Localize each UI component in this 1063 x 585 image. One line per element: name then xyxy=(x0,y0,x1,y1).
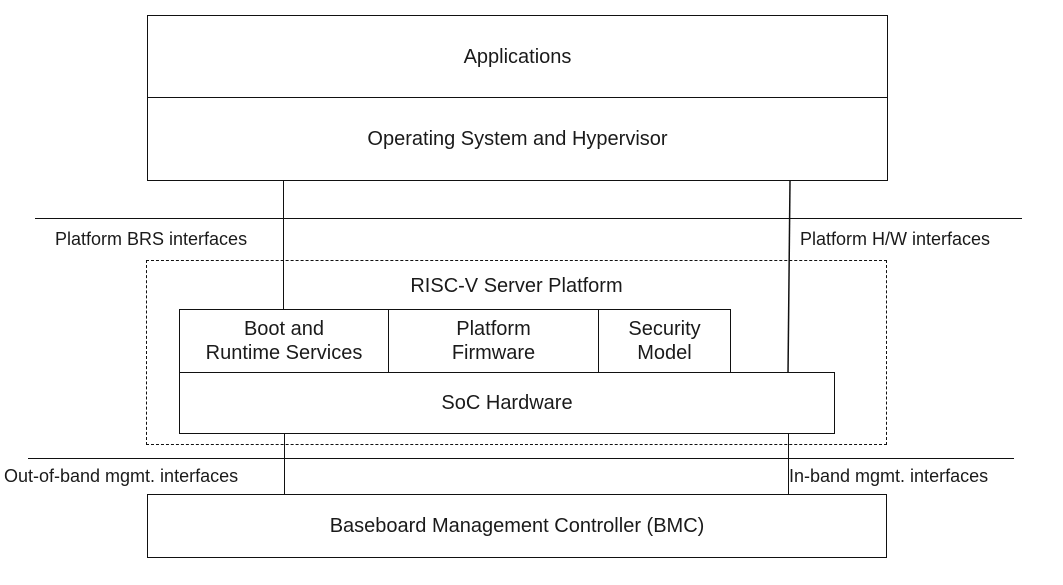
server-platform-boundary xyxy=(146,260,887,445)
bmc-box: Baseboard Management Controller (BMC) xyxy=(147,494,887,558)
hw-interfaces-label: Platform H/W interfaces xyxy=(800,229,991,249)
os-hypervisor-label: Operating System and Hypervisor xyxy=(367,128,668,150)
applications-label: Applications xyxy=(463,45,572,68)
boot-runtime-services-box: Boot and Runtime Services xyxy=(179,309,389,373)
os-hypervisor-box: Operating System and Hypervisor xyxy=(147,97,888,181)
bmc-label: Baseboard Management Controller (BMC) xyxy=(329,515,705,537)
lower-interface-boundary-line xyxy=(28,458,1014,459)
soc-hardware-label: SoC Hardware xyxy=(441,392,573,414)
server-platform-title: RISC-V Server Platform xyxy=(410,275,623,297)
platform-firmware-line1: Platform xyxy=(456,318,531,340)
soc-hardware-box: SoC Hardware xyxy=(179,372,835,434)
applications-box: Applications xyxy=(147,15,888,98)
in-band-connector-line xyxy=(788,434,789,495)
security-model-line2: Model xyxy=(637,342,692,364)
boot-runtime-line2: Runtime Services xyxy=(205,342,363,364)
platform-firmware-line2: Firmware xyxy=(451,342,536,364)
in-band-interfaces-label: In-band mgmt. interfaces xyxy=(789,466,989,486)
platform-firmware-box: Platform Firmware xyxy=(388,309,599,373)
boot-runtime-line1: Boot and xyxy=(243,318,325,340)
brs-connector-line xyxy=(283,181,284,310)
security-model-box: Security Model xyxy=(598,309,731,373)
upper-interface-boundary-line xyxy=(35,218,1022,219)
hw-connector-line xyxy=(787,180,791,376)
out-of-band-connector-line xyxy=(284,434,285,495)
brs-interfaces-label: Platform BRS interfaces xyxy=(55,229,248,249)
security-model-line1: Security xyxy=(628,318,701,340)
out-of-band-interfaces-label: Out-of-band mgmt. interfaces xyxy=(4,466,239,486)
